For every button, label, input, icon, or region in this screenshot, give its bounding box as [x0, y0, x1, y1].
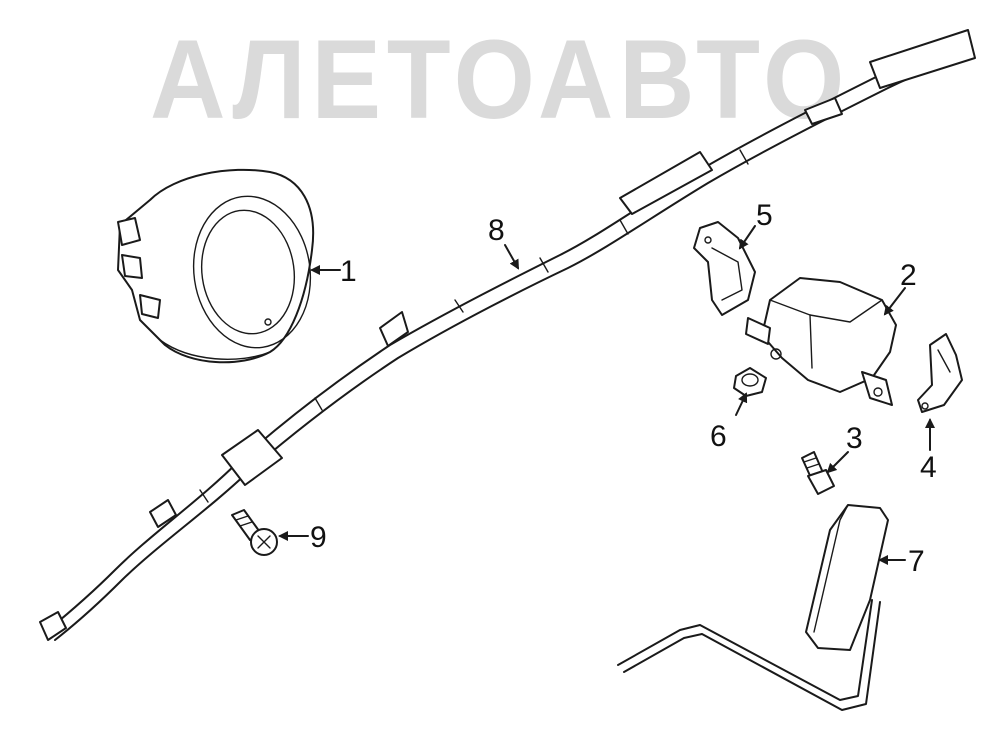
callout-3: 3: [846, 422, 863, 455]
part-7-side-airbag: [617, 504, 889, 711]
callout-4: 4: [920, 451, 937, 484]
part-5-bracket: [693, 221, 756, 316]
leader-lines: [278, 225, 935, 565]
watermark: АЛЕТОАВТО: [150, 17, 850, 142]
part-8-curtain-airbag: [39, 29, 976, 641]
part-3-bolt: [801, 451, 835, 495]
leader-3: [826, 451, 849, 474]
callout-6: 6: [710, 420, 727, 453]
callout-labels: 1 2 3 4 5 6 7 8 9: [310, 199, 937, 578]
leader-6: [735, 392, 748, 416]
callout-1: 1: [340, 255, 357, 288]
leader-5: [738, 225, 756, 250]
leader-2: [883, 287, 906, 316]
callout-7: 7: [908, 545, 925, 578]
callout-2: 2: [900, 259, 917, 292]
watermark-text: АЛЕТОАВТО: [150, 17, 850, 142]
part-1-driver-airbag: [117, 168, 315, 364]
callout-8: 8: [488, 214, 505, 247]
part-2-control-module: [745, 277, 897, 406]
part-4-bracket: [917, 333, 963, 413]
part-6-nut: [733, 367, 767, 397]
callout-5: 5: [756, 199, 773, 232]
part-9-bolt: [231, 509, 278, 556]
callout-9: 9: [310, 521, 327, 554]
leader-8: [504, 244, 519, 270]
